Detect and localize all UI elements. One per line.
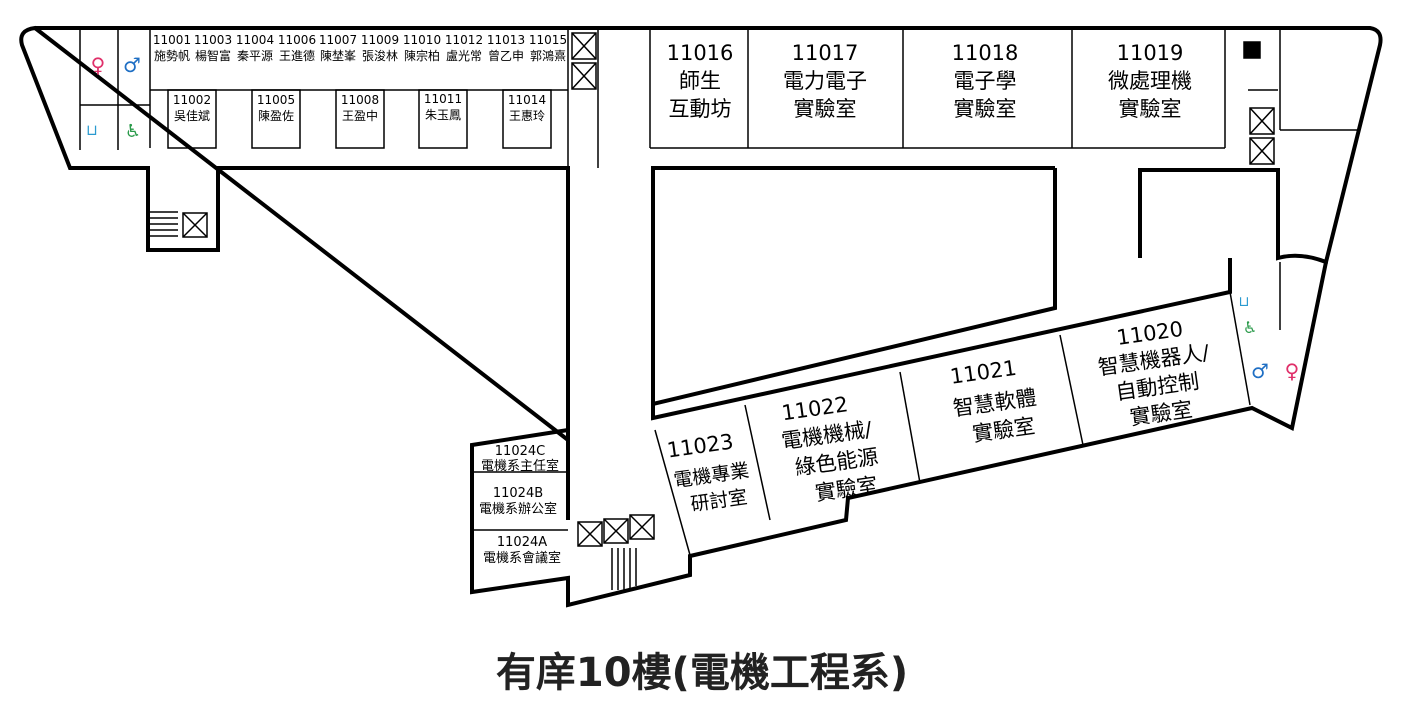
room-11002-name: 吳佳斌 xyxy=(174,109,210,123)
room-11012-id: 11012 xyxy=(445,33,483,47)
room-11022-line3: 實驗室 xyxy=(813,473,879,506)
room-11018-id: 11018 xyxy=(952,41,1019,65)
room-11012-name: 盧光常 xyxy=(446,49,482,63)
inner-offices: 11002 吳佳斌 11005 陳盈佐 11008 王盈中 11011 朱玉鳳 … xyxy=(173,92,546,123)
room-11013-name: 曾乙申 xyxy=(488,49,524,63)
floor-title: 有庠10樓(電機工程系) xyxy=(495,650,909,696)
top-offices: 11001 施勢帆 11003 楊智富 11004 秦平源 11006 王進德 … xyxy=(153,33,567,63)
lower-wing-outline xyxy=(470,258,1328,608)
room-11002-id: 11002 xyxy=(173,93,211,107)
water-icon-2: ⊔ xyxy=(1239,294,1250,310)
room-11019-id: 11019 xyxy=(1117,41,1184,65)
male-restroom-icon: ♂ xyxy=(123,53,141,77)
room-11016-id: 11016 xyxy=(667,41,734,65)
room-11004-name: 秦平源 xyxy=(237,49,273,63)
female-restroom-icon-2: ♀ xyxy=(1285,359,1300,383)
room-11023-id: 11023 xyxy=(665,430,735,463)
room-11019-line2: 實驗室 xyxy=(1119,97,1182,121)
room-11021-id: 11021 xyxy=(949,356,1019,389)
accessible-icon: ♿ xyxy=(125,121,141,142)
male-restroom-icon-2: ♂ xyxy=(1251,359,1269,383)
room-11010-id: 11010 xyxy=(403,33,441,47)
room-11007-id: 11007 xyxy=(319,33,357,47)
floor-plan: ♀ ♂ ♿ ⊔ ♀ ♂ ♿ ⊔ 11001 施勢帆 11003 楊智富 1100… xyxy=(19,25,1383,608)
dept-rooms: 11024C 電機系主任室 11024B 電機系辦公室 11024A 電機系會議… xyxy=(479,444,561,566)
room-11014-id: 11014 xyxy=(508,93,546,107)
room-11009-id: 11009 xyxy=(361,33,399,47)
top-wing-walls xyxy=(79,28,1360,168)
labs-top: 11016 師生 互動坊 11017 電力電子 實驗室 11018 電子學 實驗… xyxy=(667,41,1192,121)
room-11009-name: 張浚林 xyxy=(362,48,398,63)
elevator-icons xyxy=(150,32,1275,590)
room-11024A-name: 電機系會議室 xyxy=(483,550,561,566)
room-11018-line2: 實驗室 xyxy=(954,97,1017,121)
room-11016-line1: 師生 xyxy=(679,69,721,93)
room-11024C-id: 11024C xyxy=(495,444,545,459)
room-11013-id: 11013 xyxy=(487,33,525,47)
room-11011-name: 朱玉鳳 xyxy=(425,108,461,122)
lower-wing-walls xyxy=(472,262,1281,556)
room-11010-name: 陳宗柏 xyxy=(404,48,440,63)
room-11017-line1: 電力電子 xyxy=(783,69,867,93)
water-icon: ⊔ xyxy=(86,121,98,139)
female-restroom-icon: ♀ xyxy=(91,53,106,77)
room-11015-name: 郭鴻熹 xyxy=(530,48,566,63)
room-11018-line1: 電子學 xyxy=(954,69,1017,93)
room-11024B-name: 電機系辦公室 xyxy=(479,501,557,517)
room-11011-id: 11011 xyxy=(424,92,462,106)
room-11004-id: 11004 xyxy=(236,33,274,47)
room-11023-line2: 研討室 xyxy=(689,486,749,516)
room-11001-id: 11001 xyxy=(153,33,191,47)
room-11003-name: 楊智富 xyxy=(195,48,231,63)
room-11006-id: 11006 xyxy=(278,33,316,47)
room-11017-id: 11017 xyxy=(792,41,859,65)
labs-bottom: 11020 智慧機器人/ 自動控制 實驗室 11021 智慧軟體 實驗室 110… xyxy=(665,317,1211,516)
room-11001-name: 施勢帆 xyxy=(154,48,190,63)
room-11021-line2: 實驗室 xyxy=(971,414,1037,447)
room-11014-name: 王惠玲 xyxy=(509,109,545,123)
room-11008-id: 11008 xyxy=(341,93,379,107)
room-11019-line1: 微處理機 xyxy=(1108,69,1192,93)
room-11024A-id: 11024A xyxy=(497,535,547,550)
room-11007-name: 陳埜峯 xyxy=(320,49,356,63)
room-11024B-id: 11024B xyxy=(493,486,543,501)
room-11015-id: 11015 xyxy=(529,33,567,47)
room-11005-name: 陳盈佐 xyxy=(258,109,294,123)
room-11016-line2: 互動坊 xyxy=(669,97,732,121)
room-11003-id: 11003 xyxy=(194,33,232,47)
room-11024C-name: 電機系主任室 xyxy=(481,458,559,474)
accessible-icon-2: ♿ xyxy=(1243,318,1257,337)
room-11005-id: 11005 xyxy=(257,93,295,107)
room-11022-id: 11022 xyxy=(780,392,850,425)
room-11008-name: 王盈中 xyxy=(342,108,378,123)
room-11006-name: 王進德 xyxy=(279,48,315,63)
room-11017-line2: 實驗室 xyxy=(794,97,857,121)
